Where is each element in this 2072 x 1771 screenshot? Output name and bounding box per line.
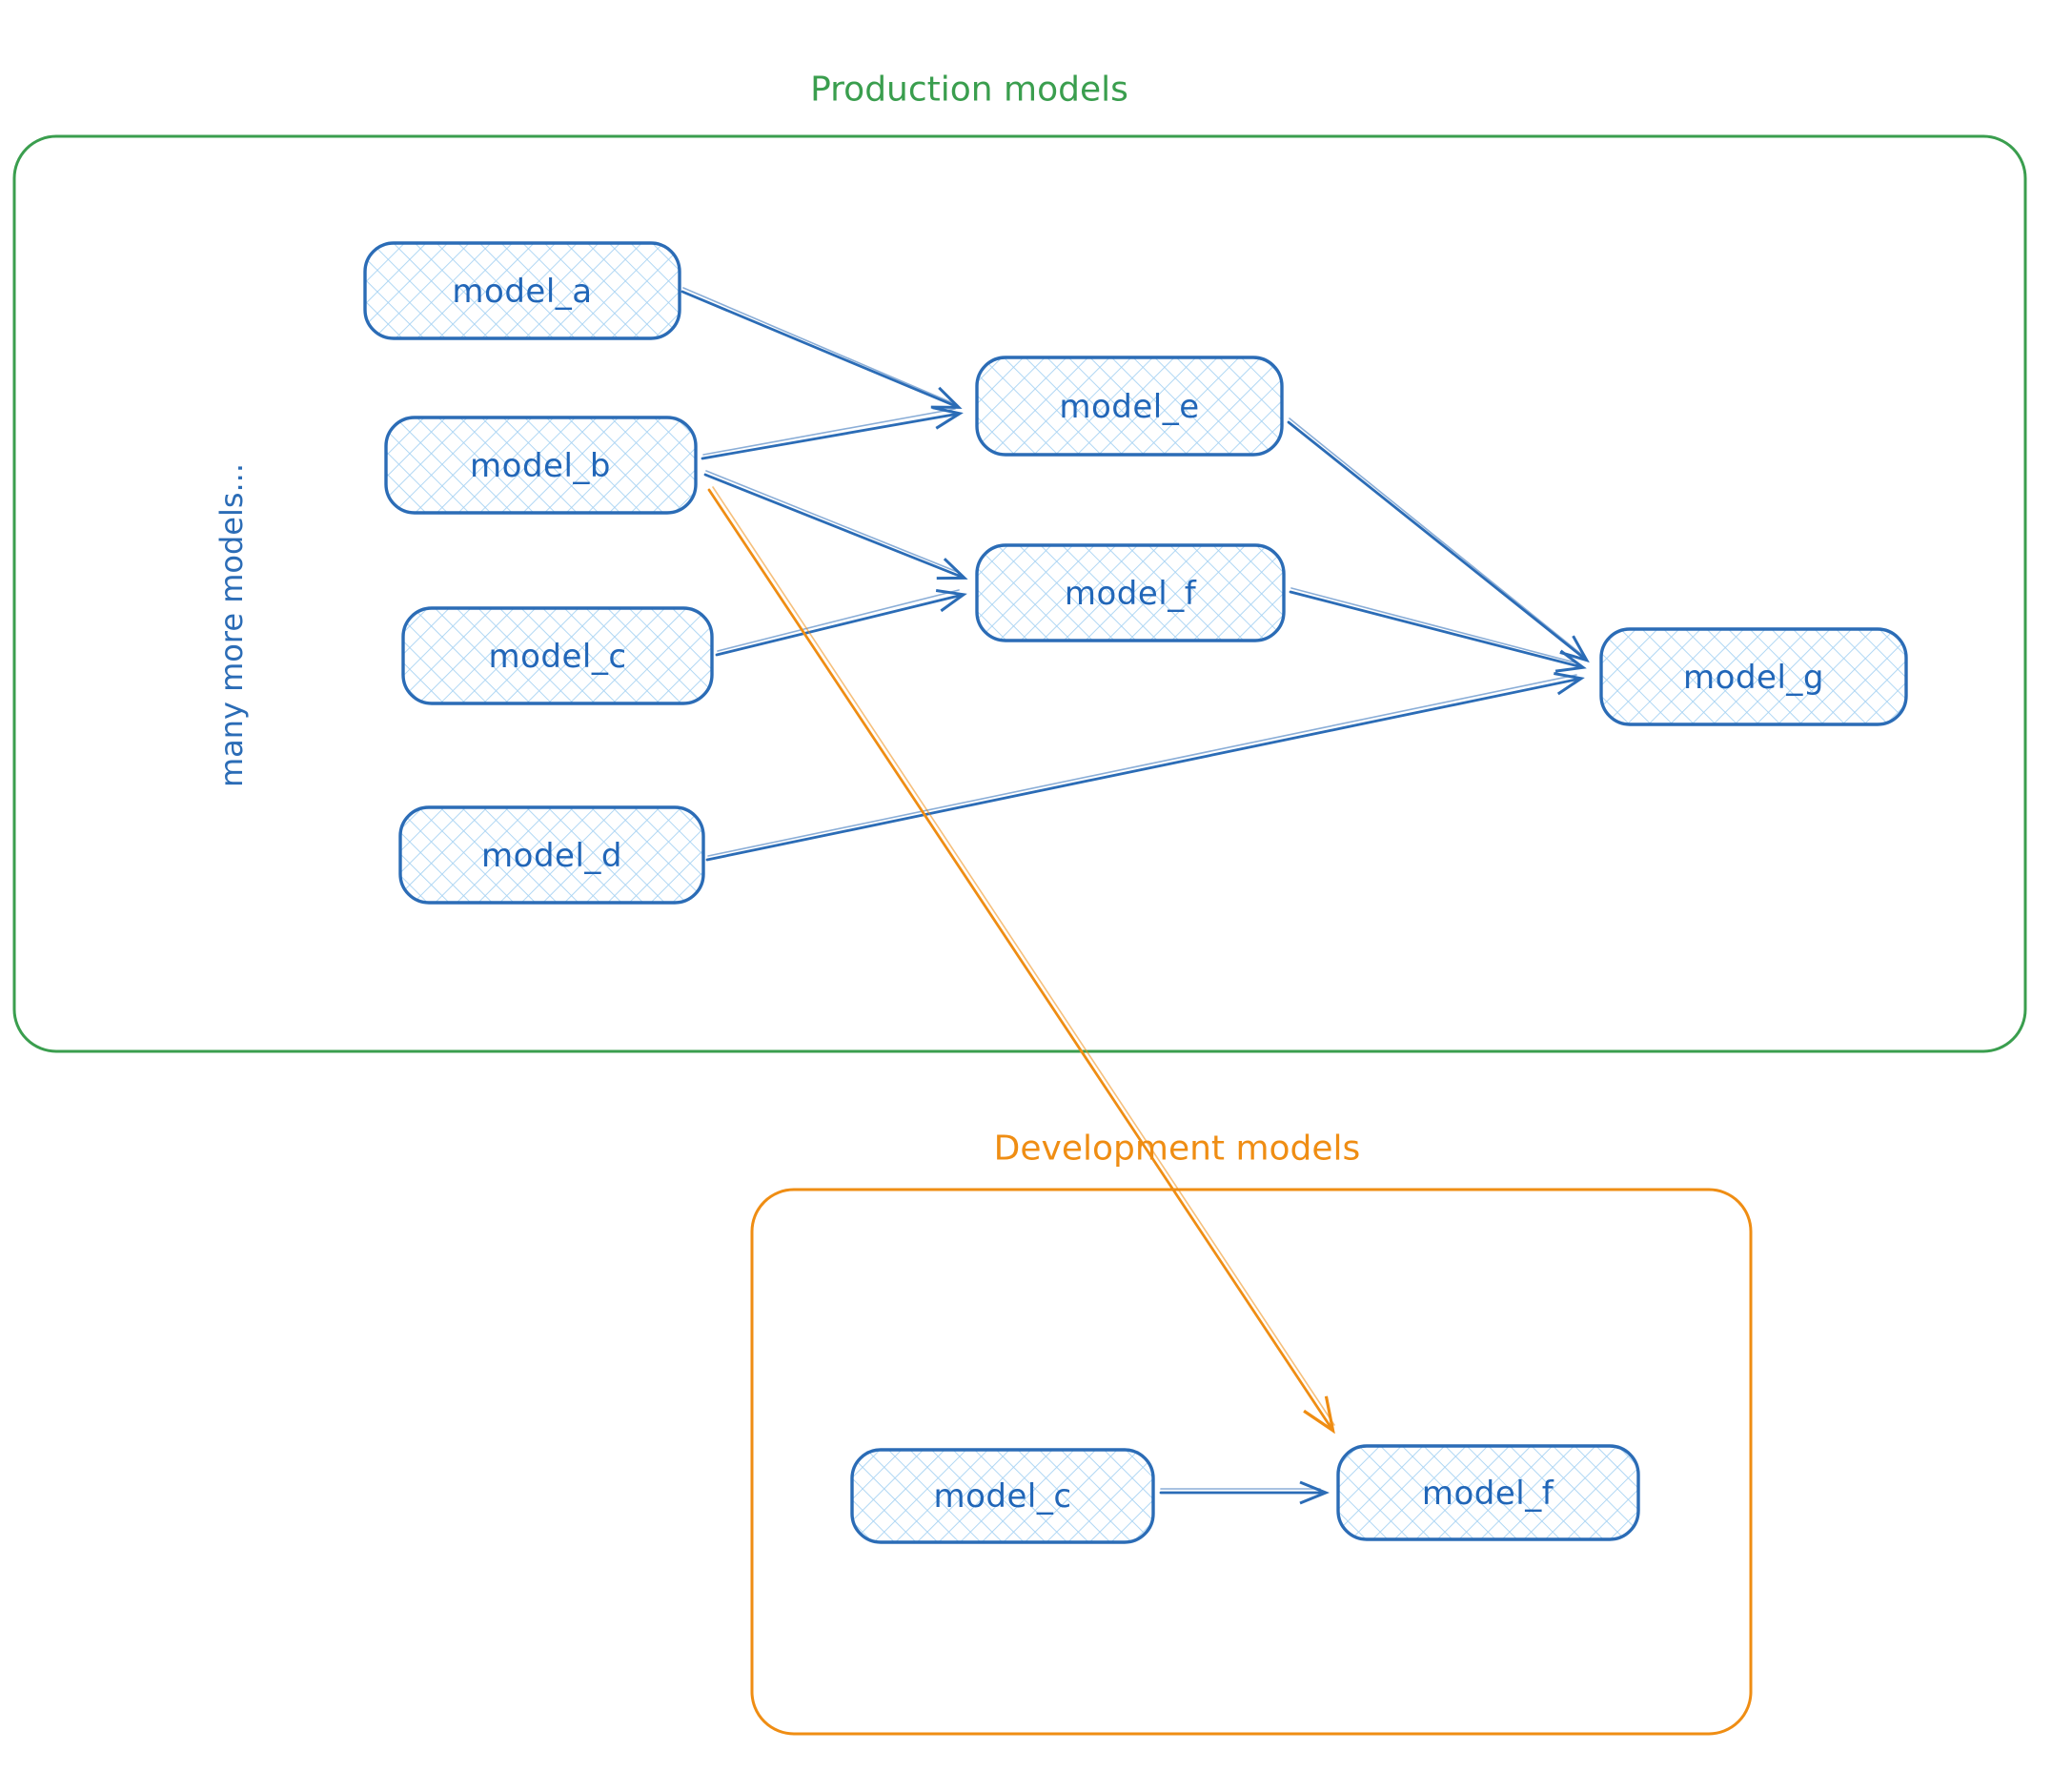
node-model-d-box [398, 805, 705, 905]
edge-model-a-to-model-e [681, 287, 963, 409]
edge-model-f-to-model-g [1289, 587, 1587, 673]
node-dev-model-f-box [1336, 1444, 1640, 1541]
edge-line [701, 406, 964, 460]
node-model-b-box [384, 416, 698, 515]
node-dev-model-c-label: model_c [933, 1477, 1071, 1516]
edge-sketch-stroke [712, 486, 1335, 1426]
edge-sketch-stroke [717, 589, 960, 652]
edge-sketch-stroke [705, 470, 961, 574]
edge-line [703, 473, 968, 580]
many-more-models-note: many more models... [213, 463, 250, 787]
node-model-d-label: model_d [481, 837, 622, 875]
edge-model-e-to-model-g [1287, 417, 1590, 663]
edge-sketch-stroke [707, 674, 1577, 857]
edge-line [1287, 420, 1590, 663]
node-model-e-box [975, 356, 1284, 457]
node-model-c-box [401, 606, 714, 705]
edge-line [707, 488, 1332, 1430]
node-model-a-label: model_a [452, 273, 592, 311]
node-model-f-label: model_f [1065, 575, 1197, 613]
node-dev-model-f-label: model_f [1422, 1475, 1554, 1513]
node-model-c: model_c [401, 606, 714, 705]
node-model-c-label: model_c [488, 638, 626, 676]
development-models-container [750, 1188, 1753, 1736]
edge-model-c-to-model-f [715, 588, 967, 657]
edge-line [681, 290, 963, 409]
node-model-b: model_b [384, 416, 698, 515]
production-models-container [12, 134, 2027, 1053]
edge-sketch-stroke [682, 287, 954, 404]
edge-line [705, 672, 1585, 862]
edge-sketch-stroke [1290, 587, 1579, 664]
edge-dev-model-c-to-dev-model-f [1159, 1480, 1330, 1505]
node-model-f: model_f [975, 543, 1286, 642]
edge-line [715, 588, 967, 657]
node-model-g: model_g [1599, 627, 1908, 726]
node-dev-model-c-box [850, 1448, 1155, 1544]
node-dev-model-c: model_c [850, 1448, 1155, 1544]
node-model-g-label: model_g [1683, 659, 1824, 697]
node-model-a-box [363, 241, 681, 340]
edge-model-b-to-dev-model-f [707, 486, 1335, 1430]
edge-model-b-to-model-e [701, 406, 964, 460]
development-models-title: Development models [994, 1130, 1361, 1169]
node-model-b-label: model_b [470, 447, 611, 485]
edge-line [1289, 590, 1587, 673]
edge-model-b-to-model-f [703, 470, 968, 580]
edge-sketch-stroke [1289, 417, 1583, 656]
node-model-g-box [1599, 627, 1908, 726]
node-dev-model-f: model_f [1336, 1444, 1640, 1541]
node-model-e: model_e [975, 356, 1284, 457]
edge-sketch-stroke [702, 408, 956, 456]
edge-model-d-to-model-g [705, 672, 1585, 862]
node-model-d: model_d [398, 805, 705, 905]
node-model-e-label: model_e [1059, 388, 1199, 426]
production-models-title: Production models [810, 71, 1128, 110]
node-model-a: model_a [363, 241, 681, 340]
node-model-f-box [975, 543, 1286, 642]
